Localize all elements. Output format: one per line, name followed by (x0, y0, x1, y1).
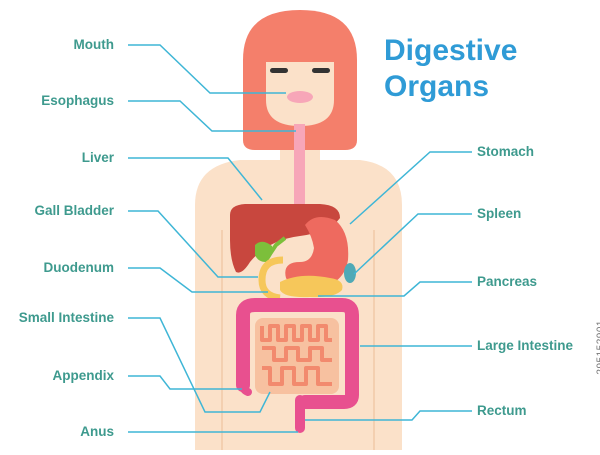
label-duodenum: Duodenum (43, 260, 115, 275)
leader-line-esophagus (128, 100, 296, 132)
label-small-intestine: Small Intestine (18, 310, 114, 325)
diagram-title-line-1: Digestive (384, 34, 518, 67)
leader-line-rectum (305, 410, 472, 421)
diagram-title-line-2: Organs (384, 70, 490, 103)
label-gall-bladder: Gall Bladder (34, 203, 114, 218)
label-stomach: Stomach (477, 144, 535, 159)
leader-line-appendix (128, 375, 242, 390)
pancreas-organ (280, 275, 343, 298)
label-appendix: Appendix (52, 368, 114, 383)
leader-line-liver (128, 157, 263, 201)
leader-line-pancreas (318, 281, 472, 297)
label-large-intestine: Large Intestine (477, 338, 574, 353)
leader-line-gall-bladder (128, 210, 258, 278)
leader-line-spleen (353, 213, 472, 275)
large-intestine-organ (236, 298, 359, 409)
small-intestine-organ (255, 318, 339, 394)
label-liver: Liver (81, 150, 114, 165)
label-rectum: Rectum (477, 403, 527, 418)
gall-bladder-organ (255, 236, 287, 262)
spleen-organ (344, 263, 356, 283)
leader-line-mouth (128, 44, 286, 94)
label-pancreas: Pancreas (477, 274, 538, 289)
stomach-organ (285, 216, 349, 289)
label-spleen: Spleen (477, 206, 522, 221)
label-esophagus: Esophagus (41, 93, 114, 108)
stock-image-id: 295152901 (596, 320, 600, 375)
esophagus-organ (294, 124, 305, 224)
duodenum-organ (258, 256, 284, 302)
leader-line-stomach (349, 151, 472, 225)
label-mouth: Mouth (73, 37, 114, 52)
mouth-organ (287, 91, 313, 103)
label-anus: Anus (80, 424, 114, 439)
leader-line-duodenum (128, 267, 268, 293)
leader-line-small-intestine (128, 317, 271, 413)
appendix-organ (239, 381, 252, 396)
leader-lines (128, 44, 472, 433)
